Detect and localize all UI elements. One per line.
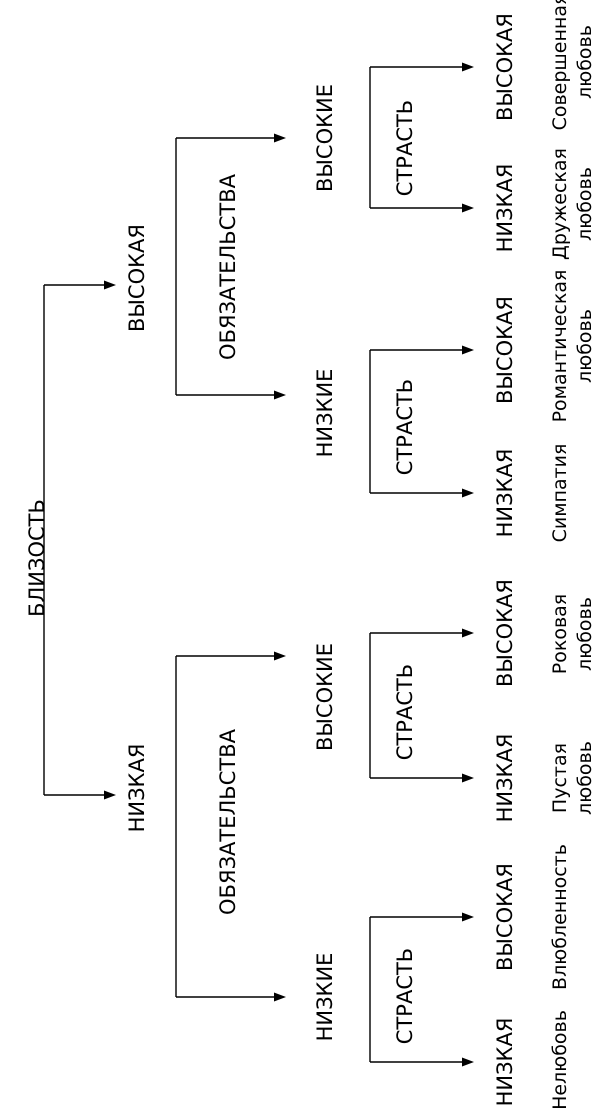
outcome-pustaya-line1: Пустая (549, 743, 571, 813)
outcome-druzheskaya-line1: Дружеская (549, 148, 571, 260)
passion-label-4: СТРАСТЬ (393, 948, 417, 1044)
outcome-rokovaya-line1: Роковая (549, 594, 571, 674)
passion-label-1: СТРАСТЬ (393, 100, 417, 196)
outcome-sovershennaya-line2: любовь (574, 25, 596, 99)
passion-label-3: СТРАСТЬ (393, 664, 417, 760)
passion-high-label-4: ВЫСОКАЯ (493, 863, 517, 971)
passion-high-label-1: ВЫСОКАЯ (493, 13, 517, 121)
commitment-label-high-intimacy: ОБЯЗАТЕЛЬСТВА (216, 173, 240, 360)
commitment-bracket-low-intimacy (175, 651, 286, 1002)
passion-low-label-4: НИЗКАЯ (493, 1018, 517, 1107)
passion-bracket-1 (369, 62, 474, 213)
outcome-romanticheskaya-line1: Романтическая (549, 270, 571, 423)
outcome-simpatiya: Симпатия (549, 444, 571, 543)
intimacy-high-label: ВЫСОКАЯ (125, 224, 149, 332)
outcome-sovershennaya-line1: Совершенная (549, 0, 571, 130)
intimacy-low-label: НИЗКАЯ (125, 744, 149, 833)
outcome-vlyublennost: Влюбленность (549, 844, 571, 990)
outcome-romanticheskaya-line2: любовь (574, 309, 596, 383)
commitment-low-label-2: НИЗКИЕ (313, 953, 337, 1042)
commitment-low-label-1: НИЗКИЕ (313, 369, 337, 458)
commitment-label-low-intimacy: ОБЯЗАТЕЛЬСТВА (216, 728, 240, 915)
passion-bracket-3 (369, 628, 474, 783)
passion-low-label-3: НИЗКАЯ (493, 734, 517, 823)
commitment-high-label-1: ВЫСОКИЕ (313, 84, 337, 192)
passion-bracket-4 (369, 912, 474, 1067)
root-label: БЛИЗОСТЬ (25, 499, 49, 617)
root-bracket (43, 280, 116, 800)
passion-label-2: СТРАСТЬ (393, 379, 417, 475)
passion-low-label-1: НИЗКАЯ (493, 164, 517, 253)
outcome-pustaya-line2: любовь (574, 741, 596, 815)
outcome-nelyubov: Нелюбовь (549, 1010, 571, 1110)
passion-bracket-2 (369, 345, 474, 498)
outcome-rokovaya-line2: любовь (574, 597, 596, 671)
passion-high-label-3: ВЫСОКАЯ (493, 579, 517, 687)
outcome-druzheskaya-line2: любовь (574, 167, 596, 241)
commitment-high-label-2: ВЫСОКИЕ (313, 643, 337, 751)
commitment-bracket-high-intimacy (175, 133, 286, 400)
passion-high-label-2: ВЫСОКАЯ (493, 296, 517, 404)
passion-low-label-2: НИЗКАЯ (493, 449, 517, 538)
